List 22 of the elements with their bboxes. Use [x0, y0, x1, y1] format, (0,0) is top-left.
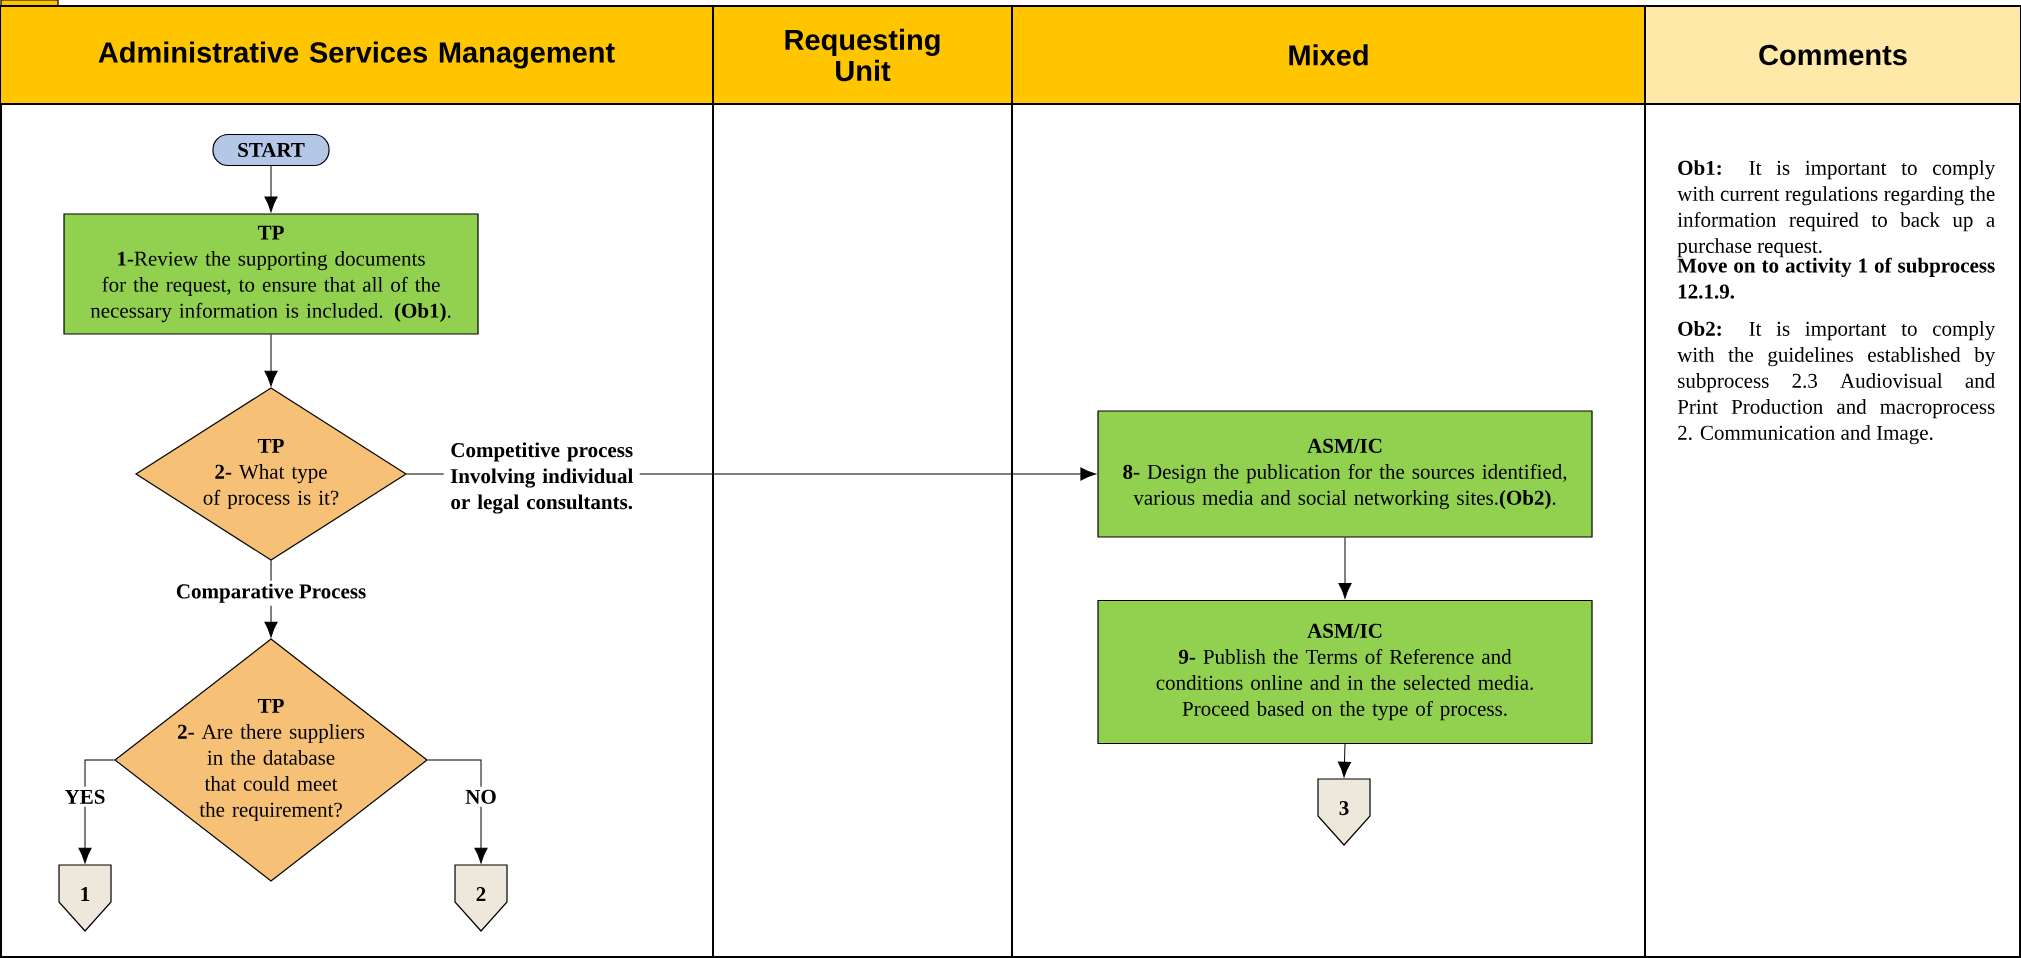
arrow [1338, 537, 1352, 599]
edge-label: Competitive process Involving individual or legal consultants. [443, 439, 640, 517]
arrow [78, 759, 115, 864]
column-header: Requesting Unit [712, 5, 1013, 105]
off-page-connector: 3 [1317, 778, 1371, 846]
off-page-connector: 1 [58, 864, 112, 932]
comment-text: Ob2: It is important to comply with the guidelines established by subprocess 2.3 Audiovisual and Print Production and macroprocess 2. Communication and Image. [1677, 321, 1996, 445]
arrow [264, 165, 278, 212]
off-page-connector: 2 [454, 864, 508, 932]
arrow [264, 334, 278, 387]
process-box: TP 1-Review the supporting documents for the request, to ensure that all of the necessary information is included. (Ob1). [63, 213, 479, 335]
arrow [1337, 743, 1352, 778]
edge-label: NO [462, 786, 500, 807]
process-box: ASM/IC 8- Design the publication for the sources identified, various media and social networking sites.(Ob2). [1097, 410, 1593, 538]
edge-label: Comparative Process [172, 580, 370, 606]
comment-text: Move on to activity 1 of subprocess 12.1.9. [1677, 257, 1995, 299]
column-header: Comments [1644, 5, 2021, 105]
comment-text: Ob1: It is important to comply with current regulations regarding the information required to back up a purchase request. [1677, 160, 1996, 258]
edge-label: YES [61, 786, 109, 807]
start-terminator: START [212, 133, 330, 167]
arrow [427, 759, 488, 864]
process-box: ASM/IC 9- Publish the Terms of Reference and conditions online and in the selected media. Proceed based on the type of process. [1097, 599, 1593, 745]
